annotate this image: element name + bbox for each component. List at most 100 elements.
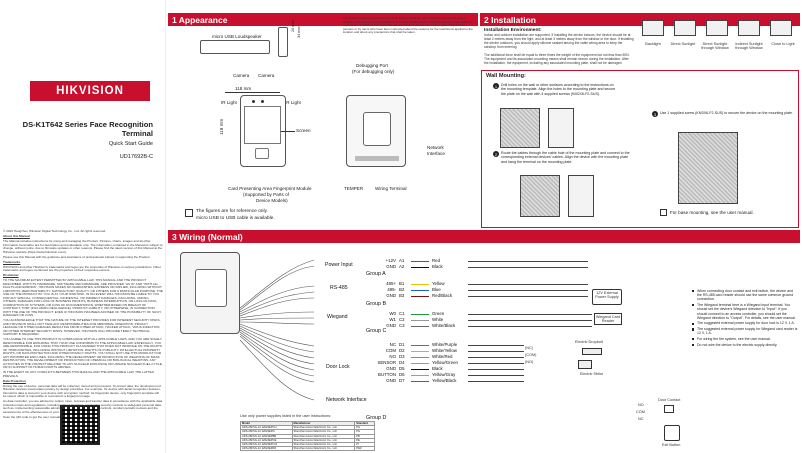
electric-strike-image — [578, 360, 592, 369]
wire-run — [468, 260, 588, 262]
external-power-box — [592, 289, 622, 305]
pin-name: BUTTON — [378, 372, 396, 377]
group-d-label: Group D — [366, 415, 387, 421]
ir-light-label: IR Light — [221, 100, 237, 105]
camera-dot — [252, 100, 255, 103]
env-icon-label: Backlight — [645, 42, 661, 46]
power-supply-note: Use only power supplies listed in the us… — [240, 414, 332, 418]
legal-heading: Disclaimer — [3, 273, 19, 277]
pin-wire — [411, 344, 429, 346]
step-3-text: Use 1 supplied screw (KM3X6-F2-SUS) to s… — [660, 111, 794, 115]
wire-color-label: Red/Black — [432, 293, 453, 298]
pin-name: NO — [389, 354, 396, 359]
card-area-label-2: (Supported by Parts of — [243, 192, 289, 197]
wiegand-label: Wiegand — [327, 314, 348, 320]
cover-panel: HIKVISION DS-K1T642 Series Face Recognit… — [0, 0, 166, 453]
rs485-label: RS-485 — [330, 285, 348, 291]
pin-name: SENSOR — [377, 360, 396, 365]
wire-run — [468, 289, 588, 291]
pin-id: A2 — [399, 264, 405, 269]
mount-recess — [363, 112, 391, 146]
wire-run — [468, 325, 592, 327]
wire-run — [468, 283, 588, 285]
mounting-plate-image — [548, 108, 574, 148]
wall-brick-image — [500, 108, 540, 148]
dim-20mm: 20 mm — [291, 20, 295, 32]
door-lock-label: Door Lock — [326, 364, 350, 370]
wire-run — [468, 319, 592, 321]
wiring-header-text: 3 Wiring (Normal) — [172, 231, 243, 242]
pin-id: B2 — [399, 287, 405, 292]
pin-wire — [411, 313, 429, 315]
wiegand-reader-label: Wiegand Card Reader — [595, 315, 621, 324]
document-code: UD17692B-C — [119, 154, 153, 160]
wall-mounting-panel — [481, 70, 799, 228]
wire-color-label: Yellow/Gray — [432, 372, 456, 377]
group-c-label: Group C — [366, 328, 387, 334]
leader-line — [281, 131, 295, 132]
electric-dropbolt-label: Electric Dropbolt — [575, 340, 603, 344]
hanging-device-image — [568, 175, 594, 217]
wire-bundle — [239, 259, 315, 401]
pin-id: D3 — [399, 354, 405, 359]
appearance-note-top: The sticker maybe first up to the termin… — [343, 16, 473, 35]
pin-id: C3 — [399, 323, 405, 328]
backlight-icon — [642, 20, 664, 36]
wire-color-label: White — [432, 317, 444, 322]
wire-color-label: Black — [432, 366, 443, 371]
table-cell: PAR — [354, 446, 375, 452]
pin-id: B1 — [399, 281, 405, 286]
pin-id: D1 — [399, 342, 405, 347]
qr-code-image[interactable] — [60, 405, 100, 445]
pin-wire — [411, 295, 429, 297]
note-icon — [660, 209, 667, 216]
wire-run — [468, 313, 592, 315]
secure-device-image — [678, 132, 738, 204]
wire-color-label: White/Black — [432, 323, 456, 328]
device-back-view — [346, 95, 406, 167]
wire-color-label: Green — [432, 311, 445, 316]
pin-id: C2 — [399, 317, 405, 322]
camera-label: Camera — [233, 73, 250, 78]
relay-com-label: (COM) — [525, 353, 537, 357]
device-top-view — [200, 40, 270, 54]
wiring-note-item: Do not wire the device to the electric s… — [692, 343, 798, 347]
legal-text: © 2023 Hangzhou Hikvision Digital Techno… — [3, 229, 163, 421]
pin-id: D4 — [399, 360, 405, 365]
env-title: Installation Environment: — [484, 28, 542, 33]
power-input-label: Power Input — [325, 262, 353, 268]
wire-run — [468, 362, 524, 364]
wiring-notes: When connecting door contact and exit bu… — [692, 289, 798, 348]
mount-recess — [195, 269, 227, 307]
wire-color-label: Yellow/Green — [432, 360, 458, 365]
wiegand-reader-box — [594, 313, 622, 325]
legal-paragraph: HIKVISION and other Hikvision's trademar… — [3, 264, 161, 272]
wiring-terminal-slot — [355, 156, 399, 161]
product-title: DS-K1T642 Series Face Recognition Termin… — [22, 120, 153, 138]
pin-wire — [411, 356, 429, 358]
step-2-number: 2 — [493, 151, 499, 157]
legal-heading: Data Protection — [3, 378, 26, 383]
group-b-label: Group B — [366, 301, 387, 307]
fingerprint-module — [255, 148, 269, 159]
legal-paragraph: © 2023 Hangzhou Hikvision Digital Techno… — [3, 229, 106, 233]
power-supply-table: Model Manufacturer Standard ADS-26FSG-12… — [240, 420, 375, 452]
pin-wire — [411, 325, 429, 327]
network-interface-label: Network — [427, 145, 444, 150]
pin-id: D2 — [399, 348, 405, 353]
pin-wire — [411, 374, 429, 376]
table-cell: ADS-26FSG-12 12024EPAR — [240, 446, 293, 452]
pin-name: COM — [385, 348, 396, 353]
device-side-top — [278, 27, 288, 57]
wire-color-label: White/Yellow — [432, 348, 457, 353]
pin-name: 485+ — [386, 281, 396, 286]
environment-icons — [640, 20, 798, 46]
wire-run — [468, 356, 524, 358]
pin-wire — [411, 283, 429, 285]
side-relay-nc: NC — [638, 417, 644, 421]
pin-wire — [411, 266, 429, 268]
legal-heading: About this Manual — [3, 234, 30, 238]
wiring-note-item: When connecting door contact and exit bu… — [692, 289, 798, 302]
wire-run — [468, 344, 524, 346]
